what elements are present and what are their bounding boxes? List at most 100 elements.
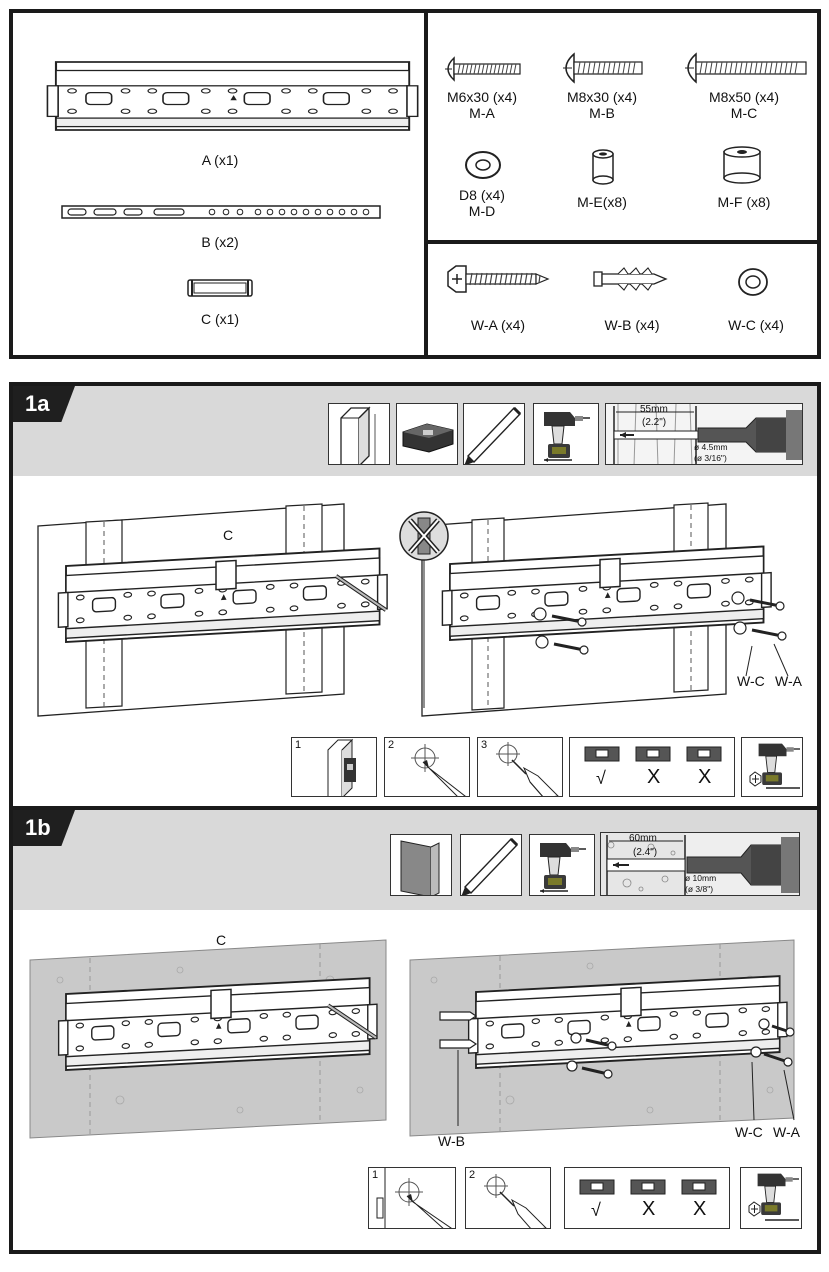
- step-1b-2-number: 2: [469, 1169, 476, 1181]
- scene-1b-plate-on-concrete: [29, 939, 387, 1139]
- lag-bolt-w-a-icon: [447, 265, 550, 293]
- step-1a-3-number: 3: [481, 739, 488, 751]
- step-1b-1-number: 1: [372, 1169, 379, 1181]
- drill-bit-diagram-1a: [613, 404, 802, 464]
- drill-icon-1b: [539, 842, 587, 893]
- washer-d8-code: M-D: [468, 203, 496, 219]
- spacer-m-e-icon: [592, 149, 614, 185]
- step-1b-2: 2: [465, 1167, 551, 1229]
- step-1a-drill-tighten: [741, 737, 803, 797]
- rail-b-label: B (x2): [201, 234, 239, 250]
- screw-m8x30-icon: [563, 52, 643, 84]
- tool-stud-finder: [396, 403, 458, 465]
- section-1a-tab: 1a: [13, 386, 75, 422]
- level-ok-mark-1a: √: [596, 768, 606, 788]
- wood-stud-icon: [340, 406, 376, 464]
- washer-d8-size: D8 (x4): [459, 187, 505, 203]
- tool-drill: [533, 403, 599, 465]
- drill-hole-icon-1b: [484, 1174, 547, 1228]
- washer-w-c-icon: [738, 268, 768, 296]
- pencil-icon-1b: [461, 837, 519, 895]
- concrete-wall-icon: [400, 840, 440, 895]
- drill-spec-1a: 55mm (2.2") ø 4.5mm (ø 3/16"): [605, 403, 803, 465]
- scene-1b-anchors: [409, 939, 795, 1137]
- callout-wa-1b: W-A: [773, 1124, 800, 1140]
- mark-position-icon: [411, 744, 466, 796]
- screw-m6x30-size: M6x30 (x4): [446, 89, 518, 105]
- level-ok-icon-1b: [579, 1179, 615, 1195]
- washer-d8-icon: [465, 151, 501, 179]
- level-check-1b: √ X X: [564, 1167, 730, 1229]
- parts-divider-vertical: [424, 13, 428, 355]
- stud-finder-wall-icon: [327, 738, 356, 796]
- screw-m8x30-code: M-B: [589, 105, 615, 121]
- parts-divider-horizontal: [428, 240, 817, 244]
- screw-m8x30-size: M8x30 (x4): [566, 89, 638, 105]
- step-1a-1-number: 1: [295, 739, 302, 751]
- screw-m8x50-code: M-C: [730, 105, 758, 121]
- drill-diameter-in-1b: (ø 3/8"): [685, 884, 714, 894]
- section-divider: [13, 806, 817, 810]
- mark-position-icon-1b: [376, 1168, 452, 1228]
- drill-hole-icon: [496, 742, 559, 796]
- screw-m6x30-code: M-A: [469, 105, 495, 121]
- spacer-m-e-size: M-E(x8): [577, 194, 627, 210]
- tool-pencil: [463, 403, 525, 465]
- step-1a-1: 1: [291, 737, 377, 797]
- drill-bit-diagram-1b: [601, 833, 799, 895]
- drill-tighten-icon-1b: [748, 1172, 800, 1221]
- stud-finder-icon: [402, 423, 454, 453]
- tool-pencil-1b: [460, 834, 522, 896]
- level-ok-icon: [584, 746, 620, 762]
- level-tilt-right-icon-1b: [681, 1179, 717, 1195]
- drill-diameter-in-1a: (ø 3/16"): [694, 453, 727, 463]
- drill-tighten-icon: [749, 742, 801, 789]
- screw-m8x50-icon: [685, 52, 807, 84]
- level-bad-mark-1b-2: X: [693, 1198, 707, 1220]
- screw-m8x50-size: M8x50 (x4): [708, 89, 780, 105]
- step-1a-2-number: 2: [388, 739, 395, 751]
- drill-icon: [543, 411, 591, 462]
- callout-c-1b: C: [216, 932, 227, 948]
- callout-wc-1b: W-C: [735, 1124, 763, 1140]
- step-1b-drill-tighten: [740, 1167, 802, 1229]
- drill-spec-1b: 60mm (2.4") ø 10mm (ø 3/8"): [600, 832, 800, 896]
- callout-wc-1a: W-C: [737, 673, 765, 689]
- level-ok-mark-1b: √: [591, 1200, 601, 1220]
- level-bad-mark-1a-2: X: [698, 766, 712, 788]
- callout-wb-1b: W-B: [438, 1133, 465, 1149]
- level-bad-mark-1a-1: X: [647, 766, 661, 788]
- clip-c-drawing: [187, 279, 253, 297]
- drill-diameter-1b: ø 10mm: [685, 873, 717, 883]
- plate-a-label: A (x1): [201, 152, 239, 168]
- anchor-w-b-icon: [593, 267, 668, 291]
- tool-concrete-wall: [390, 834, 452, 896]
- drill-diameter-1a: ø 4.5mm: [694, 442, 728, 452]
- level-tilt-left-icon-1b: [630, 1179, 666, 1195]
- washer-w-c-label: W-C (x4): [728, 317, 784, 333]
- plate-a-drawing: [46, 60, 419, 132]
- level-bad-mark-1b-1: X: [642, 1198, 656, 1220]
- callout-wa-1a: W-A: [775, 673, 802, 689]
- clip-c-label: C (x1): [200, 311, 240, 327]
- scene-1a-screwing: [399, 502, 789, 717]
- anchor-w-b-label: W-B (x4): [604, 317, 660, 333]
- step-1b-1: 1: [368, 1167, 456, 1229]
- level-tilt-right-icon: [686, 746, 722, 762]
- drill-depth-1b: 60mm: [629, 833, 657, 844]
- level-tilt-left-icon: [635, 746, 671, 762]
- pencil-icon: [464, 406, 522, 464]
- spacer-m-f-size: M-F (x8): [717, 194, 771, 210]
- callout-c-1a: C: [223, 527, 234, 543]
- drill-depth-1a: 55mm: [640, 404, 668, 415]
- drill-depth-in-1b: (2.4"): [633, 847, 658, 858]
- spacer-m-f-icon: [723, 146, 761, 184]
- screw-m6x30-icon: [445, 56, 521, 82]
- tool-wood-stud: [328, 403, 390, 465]
- step-1a-2: 2: [384, 737, 470, 797]
- rail-b-drawing: [61, 205, 381, 219]
- scene-1a-plate-on-wall: [37, 503, 389, 717]
- level-check-1a: √ X X: [569, 737, 735, 797]
- tool-drill-1b: [529, 834, 595, 896]
- step-1a-3: 3: [477, 737, 563, 797]
